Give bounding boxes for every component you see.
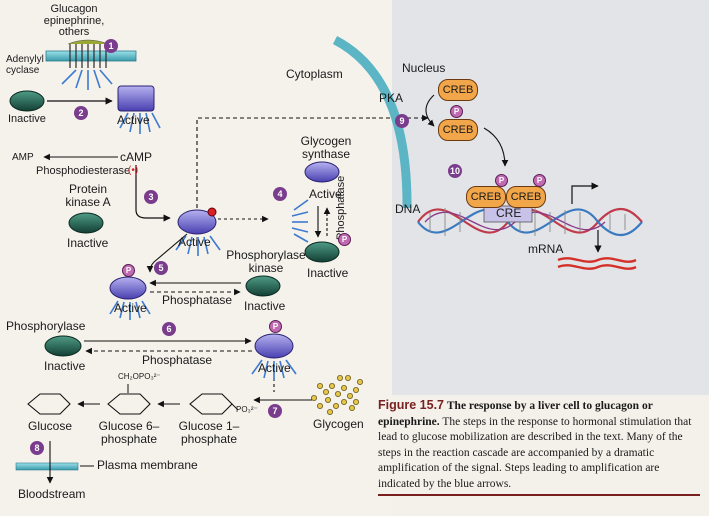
figure-number: Figure 15.7 xyxy=(378,398,444,412)
phosphorylase-kinase-label: Phosphorylase kinase xyxy=(226,248,306,275)
phosphate-phosphorylase-kinase: P xyxy=(122,264,135,277)
phosphorylase-inactive xyxy=(44,335,82,357)
creb-protein-dimer-left: CREB xyxy=(466,186,506,208)
step-6-badge: 6 xyxy=(162,322,176,336)
glycogen-synthase-inactive xyxy=(304,241,340,263)
cre-label: CRE xyxy=(496,206,522,220)
cytoplasm-label: Cytoplasm xyxy=(286,67,343,81)
step-9-badge: 9 xyxy=(395,114,409,128)
phosphodiesterase-label: Phosphodiesterase xyxy=(36,165,131,177)
ph-inactive-label: Inactive xyxy=(44,359,86,373)
step-3-badge: 3 xyxy=(144,190,158,204)
dna-label: DNA xyxy=(395,202,421,216)
gs-active-label: Active xyxy=(309,187,342,201)
plasma-membrane-label: Plasma membrane xyxy=(97,458,198,472)
glucagon-label: Glucagon epinephrine, others xyxy=(43,3,105,39)
cre-box xyxy=(483,205,533,223)
gs-inactive-label: Inactive xyxy=(307,266,349,280)
mrna-strand xyxy=(557,257,637,270)
phk-phosphatase-label: Phosphatase xyxy=(162,293,233,307)
camp-label: cAMP xyxy=(120,150,153,164)
glucose-1-phosphate-ring xyxy=(189,393,233,415)
pka-nucleus-label: PKA xyxy=(379,91,404,105)
phosphate-creb-left: P xyxy=(495,174,508,187)
phosphate-glycogen-synthase: P xyxy=(338,233,351,246)
step-7-badge: 7 xyxy=(268,404,282,418)
ph-active-label: Active xyxy=(258,361,291,375)
phk-inactive-label: Inactive xyxy=(244,299,286,313)
protein-kinase-a-label: Protein kinase A xyxy=(65,182,111,209)
creb-protein-1: CREB xyxy=(438,79,478,101)
glycogen-label: Glycogen xyxy=(313,417,364,431)
phk-active-label: Active xyxy=(114,301,147,315)
right-page-background xyxy=(392,0,709,395)
ph-phosphatase-label: Phosphatase xyxy=(142,353,213,367)
ac-active-label: Active xyxy=(117,113,150,127)
phosphorylase-kinase-inactive xyxy=(245,275,281,297)
protein-kinase-a-active xyxy=(177,209,217,235)
amp-label: AMP xyxy=(12,152,34,163)
phosphate-creb-right: P xyxy=(533,174,546,187)
nuclear-membrane xyxy=(332,36,412,209)
glucose-6-phosphate-ring xyxy=(107,393,151,415)
phosphatase-vertical-label: Phosphatase xyxy=(335,175,347,240)
phosphorylase-kinase-active xyxy=(109,276,147,300)
glucose-6-phosphate-label: Glucose 6– phosphate xyxy=(98,419,160,446)
plasma-membrane-bar xyxy=(15,462,79,471)
glucose-ring xyxy=(27,393,71,415)
amplification-arrows xyxy=(61,69,309,380)
pka-inactive-label: Inactive xyxy=(67,236,109,250)
po3-label: PO₃²⁻ xyxy=(236,405,258,414)
adenylyl-cyclase-active xyxy=(117,85,155,112)
protein-kinase-a-inactive xyxy=(68,212,104,234)
step-10-badge: 10 xyxy=(448,164,462,178)
nucleus-label: Nucleus xyxy=(402,61,446,75)
ac-inactive-label: Inactive xyxy=(8,113,46,125)
creb-protein-dimer-right: CREB xyxy=(506,186,546,208)
adenylyl-cyclase-label: Adenylyl cyclase xyxy=(6,54,44,76)
pka-active-label: Active xyxy=(178,235,211,249)
glucose-label: Glucose xyxy=(28,419,73,433)
step-1-badge: 1 xyxy=(104,39,118,53)
receptor-membrane xyxy=(45,39,137,68)
glycogen-synthase-label: Glycogen synthase xyxy=(300,134,352,161)
step-2-badge: 2 xyxy=(74,106,88,120)
step-4-badge: 4 xyxy=(273,187,287,201)
phosphorylase-active xyxy=(254,333,294,359)
ch2opo3-label: CH₂OPO₃²⁻ xyxy=(118,372,161,381)
creb-protein-2: CREB xyxy=(438,119,478,141)
figure-caption: Figure 15.7 The response by a liver cell… xyxy=(378,398,700,496)
figure-title: The response by a liver cell to glucagon… xyxy=(378,400,653,428)
adenylyl-cyclase-inactive xyxy=(9,90,45,112)
bloodstream-label: Bloodstream xyxy=(18,487,86,501)
step-8-badge: 8 xyxy=(30,441,44,455)
glycogen-molecule xyxy=(310,374,363,415)
glucose-1-phosphate-label: Glucose 1– phosphate xyxy=(178,419,240,446)
phosphate-phosphorylase: P xyxy=(269,320,282,333)
phosphate-creb: P xyxy=(450,105,463,118)
phosphorylase-label: Phosphorylase xyxy=(6,319,86,333)
step-5-badge: 5 xyxy=(154,261,168,275)
glycogen-synthase-active xyxy=(304,161,340,183)
mrna-label: mRNA xyxy=(528,242,564,256)
inhibition-mark: (•) xyxy=(128,165,139,176)
figure-body: The steps in the response to hormonal st… xyxy=(378,415,692,490)
